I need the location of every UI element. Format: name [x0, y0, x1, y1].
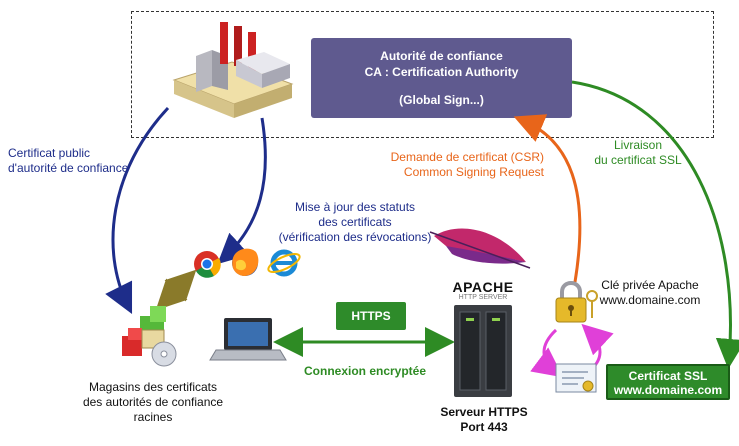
certificate-document-icon	[555, 363, 597, 393]
csr-label: Demande de certificat (CSR) Common Signi…	[390, 150, 544, 179]
status-update-label: Mise à jour des statuts des certificats …	[278, 200, 432, 244]
ca-subtitle: CA : Certification Authority	[364, 65, 519, 79]
key-to-cert-arrow	[530, 328, 564, 378]
ssl-delivery-arrow	[571, 80, 739, 369]
public-cert-arrow	[105, 106, 170, 315]
apache-wordmark: APACHE	[452, 279, 514, 295]
https-badge: HTTPS	[336, 302, 406, 330]
server-icon	[454, 305, 512, 397]
chrome-icon	[194, 251, 221, 278]
ca-example: (Global Sign...)	[399, 93, 484, 107]
padlock-keys-icon	[555, 281, 598, 323]
stores-label: Magasins des certificats des autorités d…	[82, 380, 224, 424]
ca-box: Autorité de confiance CA : Certification…	[311, 38, 572, 118]
certificate-stores-icon	[122, 306, 177, 367]
internet-explorer-icon	[267, 249, 301, 277]
stores-browsers-arrow	[155, 269, 197, 311]
firefox-icon	[232, 248, 259, 276]
laptop-icon	[209, 318, 287, 361]
ssl-delivery-label: Livraison du certificat SSL	[594, 138, 682, 167]
ssl-certificate-badge: Certificat SSL www.domaine.com	[606, 364, 730, 400]
csr-arrow	[513, 114, 582, 283]
apache-feather-icon	[429, 228, 531, 269]
ca-zone	[131, 11, 714, 138]
encrypted-connection-label: Connexion encryptée	[304, 364, 427, 378]
public-cert-label: Certificat public d'autorité de confianc…	[8, 146, 129, 175]
status-update-arrow	[217, 117, 267, 265]
apache-subtitle: HTTP SERVER	[458, 294, 508, 301]
private-key-label: Clé privée Apache www.domaine.com	[599, 278, 701, 307]
server-label: Serveur HTTPS Port 443	[440, 405, 528, 434]
ca-title: Autorité de confiance	[380, 49, 503, 63]
factory-icon	[172, 22, 294, 118]
